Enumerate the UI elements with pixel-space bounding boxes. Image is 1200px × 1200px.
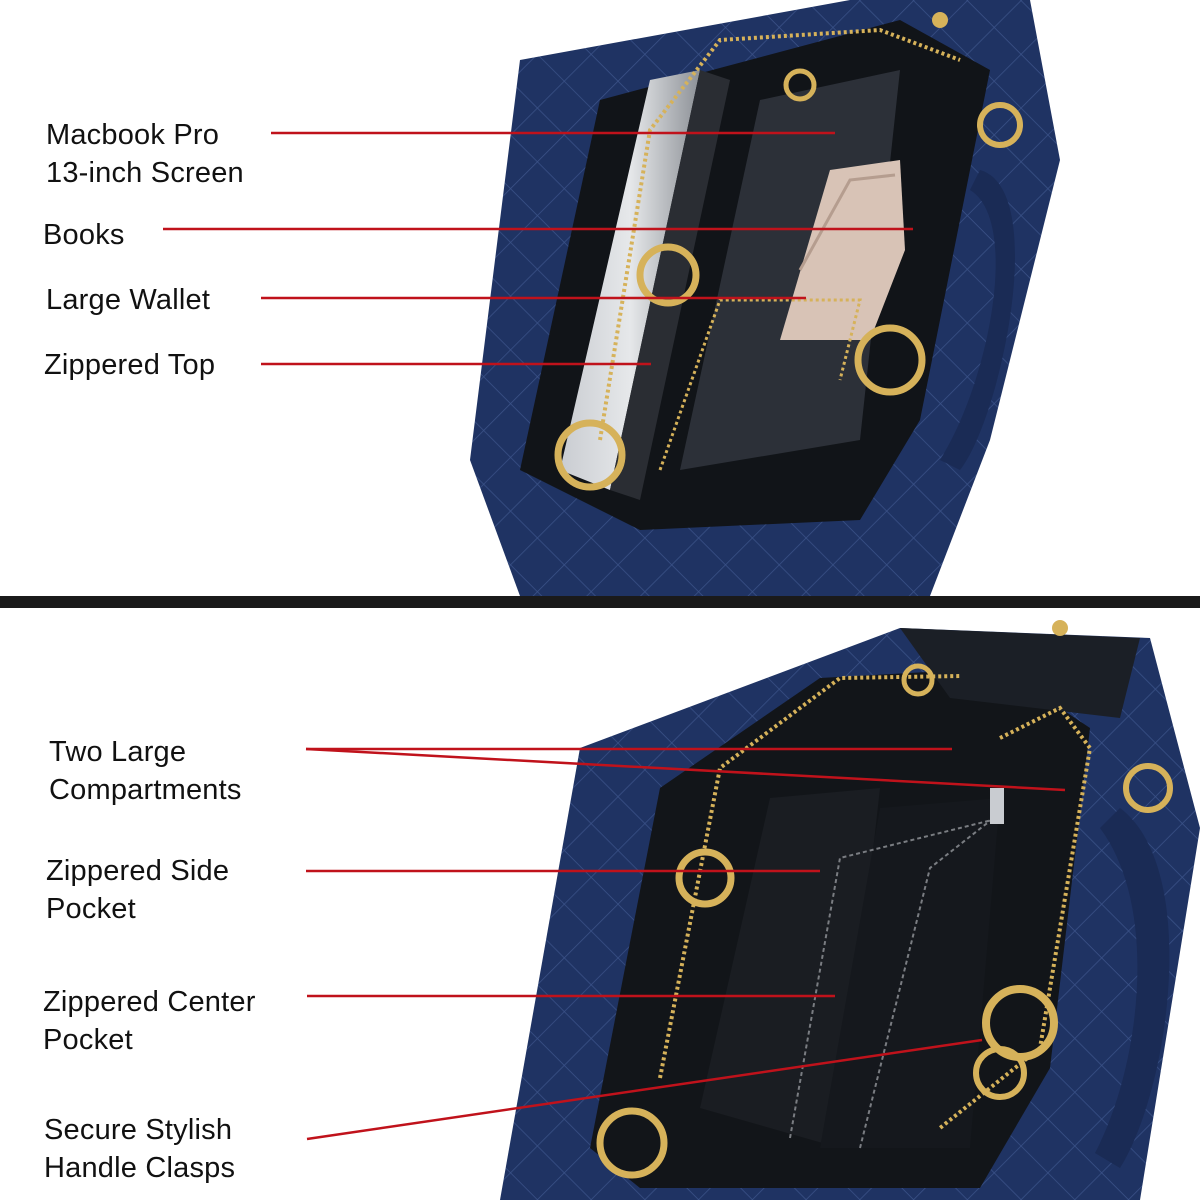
handle [1095, 808, 1170, 1168]
bottom-photo-panel: Two Large Compartments Zippered Side Poc… [0, 608, 1200, 1200]
wallet [780, 160, 905, 340]
zipper-pull-icon [990, 788, 1004, 824]
ring-icon [636, 243, 700, 307]
ring-icon [783, 68, 817, 102]
right-handle [940, 170, 1016, 470]
stud-icon [932, 12, 948, 28]
panel-divider [0, 596, 1200, 608]
label-secure-stylish-handle-clasps: Secure Stylish Handle Clasps [44, 1114, 236, 1184]
label-macbook-pro: Macbook Pro 13-inch Screen [46, 119, 244, 189]
ring-icon [554, 419, 626, 491]
label-zippered-center-pocket: Zippered Center Pocket [43, 986, 256, 1056]
label-two-large-compartments: Two Large Compartments [49, 736, 242, 806]
laptop [560, 70, 700, 490]
label-zippered-top: Zippered Top [44, 349, 216, 381]
ring-icon [901, 663, 935, 697]
handbag-with-laptop-photo [470, 0, 1060, 596]
ring-icon [977, 102, 1023, 148]
top-photo-panel: Macbook Pro 13-inch Screen Books Large W… [0, 0, 1200, 596]
ring-icon [1123, 763, 1173, 813]
label-zippered-side-pocket: Zippered Side Pocket [46, 855, 230, 925]
stud-icon [1052, 620, 1068, 636]
label-books: Books [43, 219, 125, 251]
top-zipper [598, 27, 961, 441]
label-large-wallet: Large Wallet [46, 284, 211, 316]
ring-icon [854, 324, 926, 396]
ring-icon [675, 848, 735, 908]
main-zipper [658, 674, 961, 1079]
